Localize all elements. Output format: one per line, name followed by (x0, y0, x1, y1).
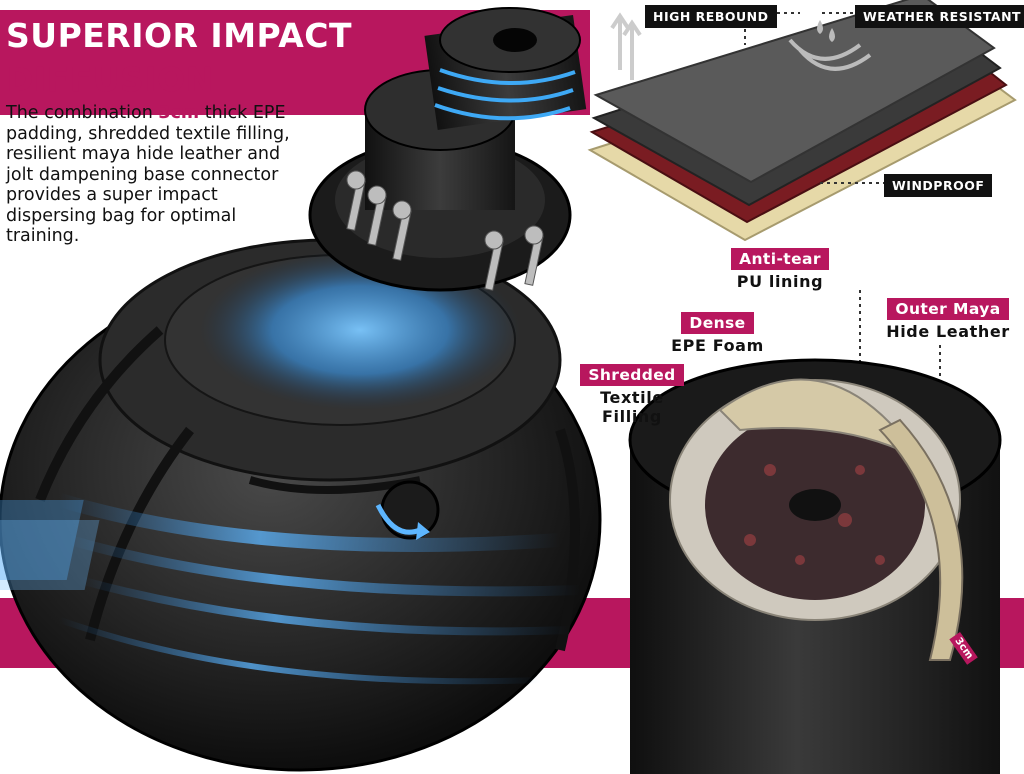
tag-weather-resistant: WEATHER RESISTANT (855, 5, 1024, 28)
water-drops-icon (817, 20, 835, 42)
callout-dense-subtitle: EPE Foam (671, 336, 764, 355)
rotate-arrow-icon (375, 503, 430, 540)
callout-shredded-subtitle: Textile Filling (600, 388, 664, 426)
callout-shredded-title: Shredded (580, 364, 684, 386)
base-connector-graphic (308, 7, 587, 292)
description-suffix: thick EPE padding, shredded textile fill… (6, 103, 290, 246)
callout-outer-maya-title: Outer Maya (887, 298, 1009, 320)
bag-cutaway-graphic (628, 358, 1002, 774)
tag-windproof: WINDPROOF (884, 174, 993, 197)
material-layers-graphic (587, 0, 1017, 242)
callout-dense-title: Dense (681, 312, 754, 334)
callout-outer-maya-subtitle: Hide Leather (886, 322, 1010, 341)
callout-anti-tear: Anti-tear PU lining (720, 248, 840, 291)
callout-outer-maya: Outer Maya Hide Leather (878, 298, 1018, 341)
headline-line-1: SUPERIOR IMPACT (6, 16, 352, 55)
headline-line-2: DIFFUSION (6, 60, 214, 99)
description-prefix: The combination (6, 103, 159, 123)
callout-dense: Dense EPE Foam (655, 312, 780, 355)
up-arrows-icon (610, 12, 642, 80)
tag-high-rebound: HIGH REBOUND (645, 5, 777, 28)
callout-anti-tear-title: Anti-tear (731, 248, 829, 270)
callout-anti-tear-subtitle: PU lining (736, 272, 824, 291)
description-text: The combination 3cm thick EPE padding, s… (6, 103, 306, 247)
rotate-arrows-icon (788, 38, 872, 71)
callout-shredded: Shredded Textile Filling (568, 364, 696, 426)
description-highlight: 3cm (158, 103, 200, 123)
base-ball-graphic (0, 238, 602, 772)
